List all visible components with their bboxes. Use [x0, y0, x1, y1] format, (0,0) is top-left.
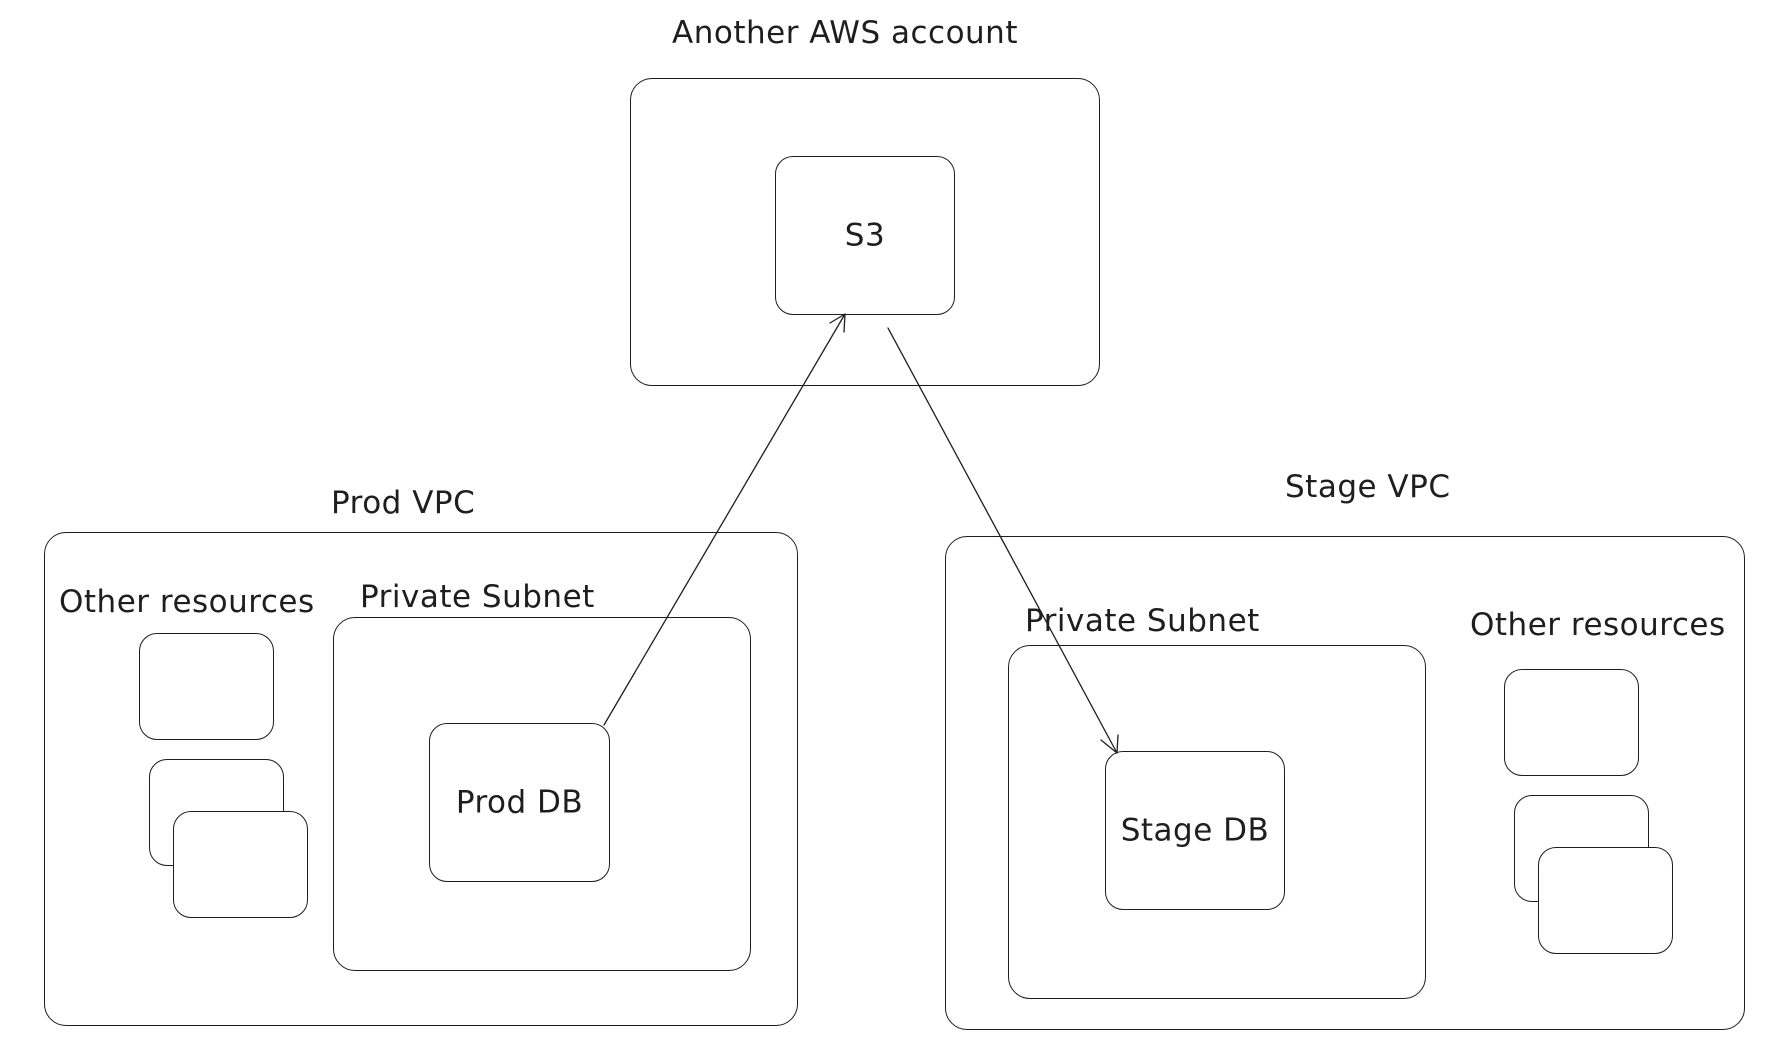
stage-resource-box-3[interactable] — [1538, 847, 1673, 954]
prod-private-subnet-container[interactable] — [333, 617, 751, 971]
s3-label: S3 — [844, 217, 886, 253]
aws-account-title: Another AWS account — [672, 15, 1018, 51]
prod-resource-box-3[interactable] — [173, 811, 308, 918]
stage-vpc-container[interactable] — [945, 536, 1745, 1030]
aws-account-container[interactable] — [630, 78, 1100, 386]
s3-node[interactable]: S3 — [775, 156, 955, 315]
stage-resource-box-1[interactable] — [1504, 669, 1639, 776]
stage-other-resources-label: Other resources — [1470, 607, 1726, 643]
stage-private-subnet-label: Private Subnet — [1025, 603, 1260, 639]
stage-db-node[interactable]: Stage DB — [1105, 751, 1285, 910]
prod-db-node[interactable]: Prod DB — [429, 723, 610, 882]
prod-db-label: Prod DB — [455, 784, 584, 820]
prod-vpc-title: Prod VPC — [331, 485, 476, 521]
prod-resource-box-1[interactable] — [139, 633, 274, 740]
prod-vpc-container[interactable] — [44, 532, 798, 1026]
stage-db-label: Stage DB — [1120, 812, 1270, 848]
prod-other-resources-label: Other resources — [59, 584, 315, 620]
stage-vpc-title: Stage VPC — [1285, 469, 1451, 505]
stage-private-subnet-container[interactable] — [1008, 645, 1426, 999]
prod-private-subnet-label: Private Subnet — [360, 579, 595, 615]
